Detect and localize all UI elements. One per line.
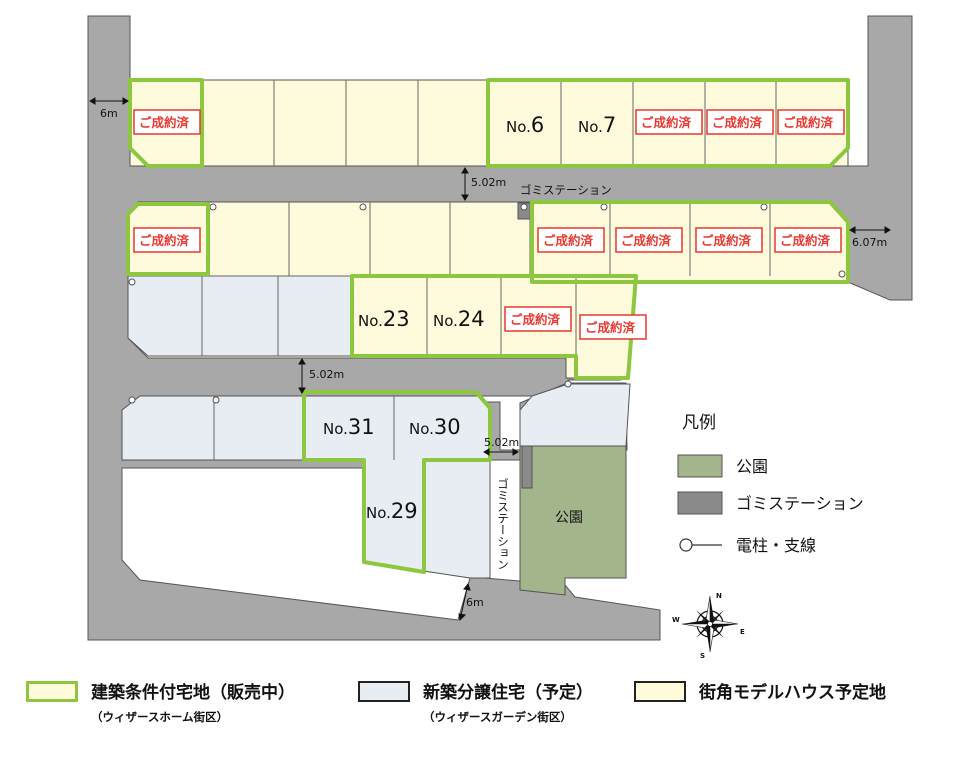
sold-badge-row2-1: ご成約済: [133, 227, 201, 253]
garbage-station-label-top: ゴミステーション: [520, 183, 612, 197]
sold-badge-row3-2: ご成約済: [579, 314, 647, 340]
svg-text:ご成約済: ご成約済: [585, 320, 636, 335]
legend-conditional-sub: （ウィザースホーム街区）: [91, 710, 229, 724]
sold-badges: ご成約済 ご成約済 ご成約済 ご成約済 ご成約済 ご成約済 ご成約済 ご成約済 …: [133, 109, 845, 340]
block-blue-second: [127, 275, 353, 357]
dim-6-07m-right: 6.07m: [852, 236, 887, 249]
legend-garbage-swatch: [677, 491, 723, 515]
conditional-lots-outline: [126, 78, 850, 574]
legend-title: 凡例: [682, 413, 716, 433]
svg-text:ご成約済: ご成約済: [701, 233, 752, 248]
legend-pole-label: 電柱・支線: [736, 536, 816, 555]
dim-6m-bottom: 6m: [466, 596, 484, 609]
compass-e: E: [740, 628, 745, 636]
legend-pole-icon: [679, 538, 693, 552]
compass-w: W: [672, 616, 680, 624]
svg-text:ご成約済: ご成約済: [621, 233, 672, 248]
dimension-arrows: [89, 97, 891, 622]
compass-s: S: [700, 652, 705, 660]
sold-badge-top-4: ご成約済: [777, 109, 845, 135]
lot-no23: No.23: [358, 307, 410, 331]
legend-new-built: 新築分譲住宅（予定） （ウィザースガーデン街区）: [358, 678, 593, 725]
utility-poles: [128, 203, 846, 404]
svg-text:ご成約済: ご成約済: [712, 115, 763, 130]
legend-new-built-sub: （ウィザースガーデン街区）: [423, 710, 572, 724]
lot-no6: No.6: [506, 113, 544, 137]
lot-numbers: No.6 No.7 No.23 No.24 No.31 No.30 No.29: [323, 113, 616, 523]
sold-badge-row2-3: ご成約済: [615, 227, 683, 253]
lot-no29: No.29: [366, 499, 418, 523]
legend-garbage-label: ゴミステーション: [736, 494, 864, 513]
svg-text:ご成約済: ご成約済: [780, 233, 831, 248]
legend-park-swatch: [677, 454, 723, 478]
sold-badge-row2-2: ご成約済: [537, 227, 605, 253]
park-label: 公園: [555, 510, 583, 526]
svg-text:ご成約済: ご成約済: [139, 233, 190, 248]
subdivision-map: 公園 ご成約済 ご成約済 ご成約済: [87, 15, 913, 660]
svg-text:ご成約済: ご成約済: [139, 115, 190, 130]
legend-new-built-swatch: [358, 681, 410, 702]
map-legend: 凡例 公園 ゴミステーション 電柱・支線: [677, 413, 864, 555]
legend-conditional-lot: 建築条件付宅地（販売中） （ウィザースホーム街区）: [26, 678, 295, 725]
lot-no24: No.24: [433, 307, 485, 331]
legend-new-built-label: 新築分譲住宅（予定）: [423, 683, 593, 703]
park-area: [519, 445, 627, 596]
sold-badge-top-3: ご成約済: [706, 109, 774, 135]
legend-model-house: 街角モデルハウス予定地: [634, 678, 886, 703]
legend-model-label: 街角モデルハウス予定地: [699, 683, 886, 703]
svg-text:ご成約済: ご成約済: [641, 115, 692, 130]
garbage-station-label-vertical: ゴミステーション: [496, 477, 510, 570]
bottom-legend: 建築条件付宅地（販売中） （ウィザースホーム街区） 新築分譲住宅（予定） （ウィ…: [0, 668, 960, 748]
legend-conditional-swatch: [26, 681, 78, 702]
dim-5-02m-middle: 5.02m: [309, 368, 344, 381]
compass-rose-icon: N E S W: [672, 592, 745, 660]
svg-text:ご成約済: ご成約済: [543, 233, 594, 248]
garbage-station-park: [521, 445, 533, 489]
sold-badge-row3-1: ご成約済: [504, 306, 572, 332]
legend-park-label: 公園: [736, 457, 768, 476]
lot-no31: No.31: [323, 415, 375, 439]
legend-conditional-label: 建築条件付宅地（販売中）: [91, 683, 295, 703]
dim-5-02m-lower: 5.02m: [484, 436, 519, 449]
sold-badge-top-2: ご成約済: [635, 109, 703, 135]
dim-5-02m-upper: 5.02m: [471, 176, 506, 189]
lot-no30: No.30: [409, 415, 461, 439]
svg-text:ご成約済: ご成約済: [510, 312, 561, 327]
sold-badge-top-1: ご成約済: [133, 109, 201, 135]
sold-badge-row2-4: ご成約済: [695, 227, 763, 253]
sold-badge-row2-5: ご成約済: [774, 227, 842, 253]
legend-model-swatch: [634, 681, 686, 702]
dim-6m-left: 6m: [100, 107, 118, 120]
svg-text:ご成約済: ご成約済: [783, 115, 834, 130]
compass-n: N: [716, 592, 722, 600]
lot-no7: No.7: [578, 113, 616, 137]
